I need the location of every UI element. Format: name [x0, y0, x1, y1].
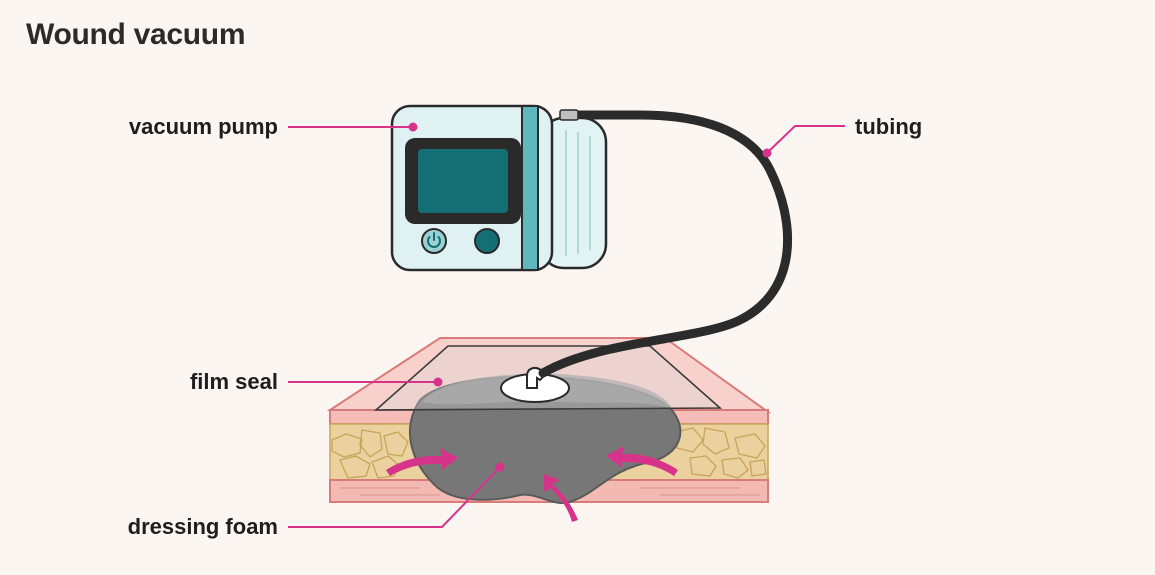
pump-button	[474, 228, 500, 254]
callout-tubing: tubing	[762, 114, 922, 158]
canister-ridges	[565, 130, 591, 256]
callout-dressing-foam: dressing foam	[128, 462, 505, 539]
label-film-seal: film seal	[190, 369, 278, 394]
power-icon	[427, 232, 441, 248]
lower-skin-lines	[340, 487, 760, 496]
callout-film-seal: film seal	[190, 369, 443, 394]
label-dressing-foam: dressing foam	[128, 514, 278, 539]
label-tubing: tubing	[855, 114, 922, 139]
tube-connector	[559, 109, 579, 121]
pump-stripe	[521, 105, 539, 271]
suction-arrows	[386, 446, 678, 522]
callout-vacuum-pump: vacuum pump	[129, 114, 418, 139]
pump-screen	[418, 149, 508, 213]
label-vacuum-pump: vacuum pump	[129, 114, 278, 139]
tubing	[538, 110, 793, 378]
diagram-title: Wound vacuum	[26, 18, 246, 51]
vacuum-pump	[390, 104, 608, 272]
